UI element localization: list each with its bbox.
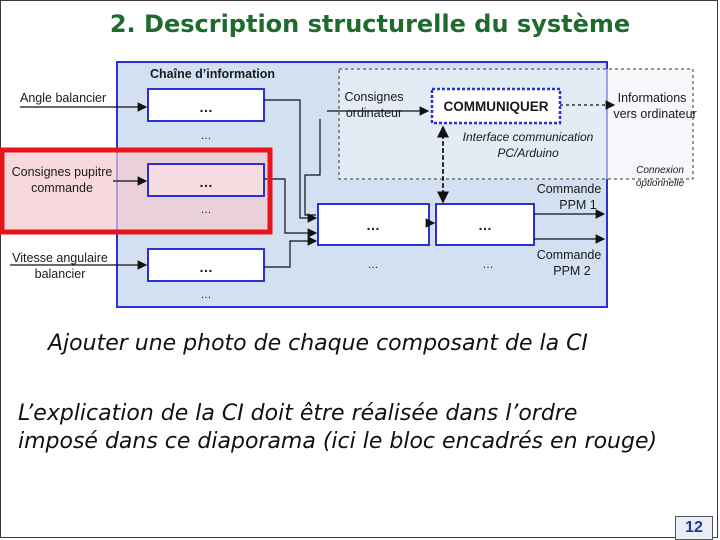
informations-label-1: Informations <box>618 91 687 105</box>
communiquer-label: COMMUNIQUER <box>444 99 549 114</box>
processing-block-2 <box>435 203 535 246</box>
ppm2-label-1: Commande <box>537 248 602 262</box>
page-number: 12 <box>675 516 713 540</box>
processing-block-2-label: … <box>478 217 492 233</box>
input-consignes-label-2: commande <box>31 181 93 195</box>
input-consignes-label-1: Consignes pupitre <box>12 165 113 179</box>
processing-block-1 <box>317 203 430 246</box>
slide-title: 2. Description structurelle du système <box>109 10 631 38</box>
connector-2 <box>264 178 318 238</box>
processing-block-2-caption: … <box>483 259 494 271</box>
acquisition-block-1 <box>147 88 265 122</box>
ppm2-label-2: PPM 2 <box>553 264 591 278</box>
block-3-label: … <box>199 259 213 275</box>
connexion-label-2: optionnelle <box>636 178 685 189</box>
instruction-line-1: Ajouter une photo de chaque composant de… <box>48 331 588 356</box>
highlight-frame <box>0 147 273 235</box>
ppm1-label-2: PPM 1 <box>559 198 597 212</box>
instruction-line-2: L’explication de la CI doit être réalisé… <box>18 401 578 426</box>
ppm1-label-1: Commande <box>537 182 602 196</box>
acquisition-block-2 <box>147 163 265 197</box>
consignes-ordi-label-2: ordinateur <box>346 106 402 120</box>
chain-title: Chaîne d’information <box>150 67 275 81</box>
connector-consignes-ordi <box>304 119 321 216</box>
block-2-label: … <box>199 174 213 190</box>
interface-label-1: Interface communication <box>463 130 594 144</box>
acquisition-block-3 <box>147 248 265 282</box>
input-vitesse-label-1: Vitesse angulaire <box>12 251 108 265</box>
interface-label-2: PC/Arduino <box>497 146 559 160</box>
communiquer-block <box>430 87 562 125</box>
connexion-label-1: Connexion <box>636 165 684 176</box>
input-vitesse-label-2: balancier <box>35 267 86 281</box>
block-2-caption: … <box>201 204 212 216</box>
block-1-label: … <box>199 99 213 115</box>
connector-3 <box>264 236 318 268</box>
block-1-caption: … <box>201 130 212 142</box>
structure-diagram: Chaîne d’information … … … … … … … … … …… <box>0 61 697 308</box>
processing-block-1-label: … <box>366 217 380 233</box>
instruction-line-3: imposé dans ce diaporama (ici le bloc en… <box>18 429 658 454</box>
input-angle-label: Angle balancier <box>20 91 106 105</box>
connector-1 <box>264 99 318 223</box>
block-3-caption: … <box>201 289 212 301</box>
processing-block-1-caption: … <box>368 259 379 271</box>
consignes-ordi-label-1: Consignes <box>344 90 403 104</box>
informations-label-2: vers ordinateur <box>613 107 696 121</box>
